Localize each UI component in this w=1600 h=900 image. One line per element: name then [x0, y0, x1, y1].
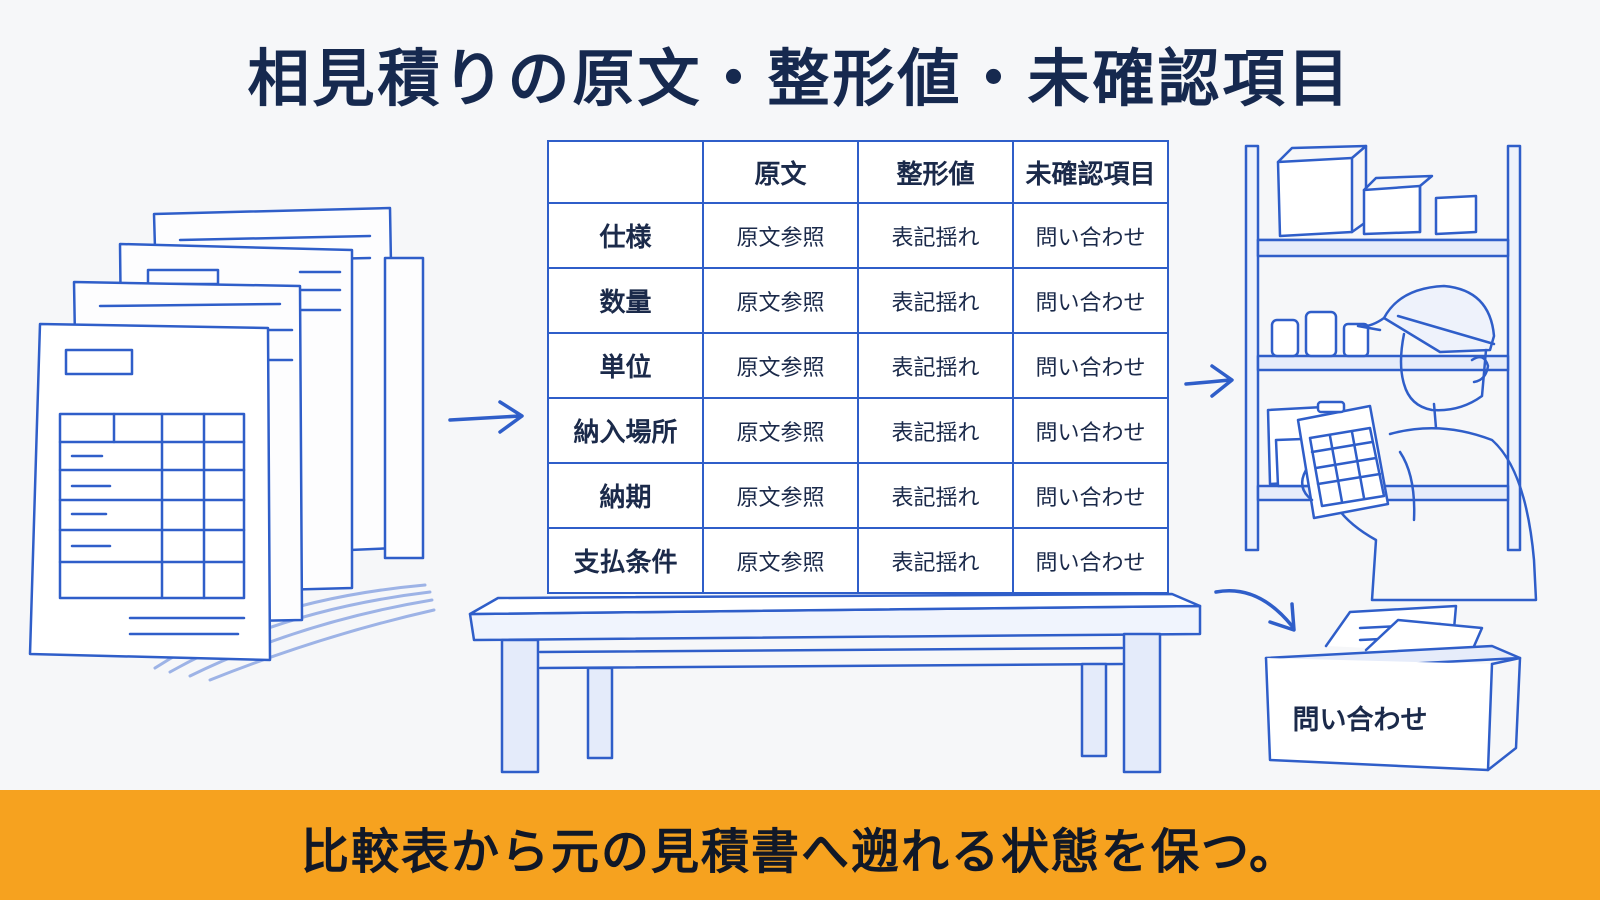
row-label: 数量 [547, 267, 704, 334]
table-cell: 問い合わせ [1012, 397, 1169, 464]
table-cell: 問い合わせ [1012, 462, 1169, 529]
table-cell: 問い合わせ [1012, 202, 1169, 269]
arrow-right-icon [448, 400, 524, 434]
footer-banner-text: 比較表から元の見積書へ遡れる状態を保つ。 [300, 824, 1300, 880]
table-cell: 表記揺れ [857, 267, 1014, 334]
row-label: 仕様 [547, 202, 704, 269]
table-cell: 問い合わせ [1012, 527, 1169, 594]
footer-banner [0, 790, 1600, 900]
row-label: 単位 [547, 332, 704, 399]
header-cell-empty [547, 140, 704, 204]
inquiry-box-icon [1264, 604, 1522, 772]
table-cell: 表記揺れ [857, 332, 1014, 399]
table-cell: 表記揺れ [857, 397, 1014, 464]
table-cell: 表記揺れ [857, 202, 1014, 269]
table-cell: 原文参照 [702, 267, 859, 334]
table-cell: 原文参照 [702, 462, 859, 529]
document-stack-icon [28, 206, 436, 682]
row-label: 納入場所 [547, 397, 704, 464]
table-cell: 原文参照 [702, 527, 859, 594]
header-cell-source: 原文 [702, 140, 859, 204]
table-row: 支払条件 原文参照 表記揺れ 問い合わせ [547, 527, 1169, 594]
desk-icon [468, 592, 1202, 774]
table-cell: 問い合わせ [1012, 267, 1169, 334]
table-cell: 表記揺れ [857, 527, 1014, 594]
header-cell-normalized: 整形値 [857, 140, 1014, 204]
table-row: 数量 原文参照 表記揺れ 問い合わせ [547, 267, 1169, 334]
table-row: 納期 原文参照 表記揺れ 問い合わせ [547, 462, 1169, 529]
arrow-right-icon [1184, 364, 1234, 398]
table-cell: 原文参照 [702, 202, 859, 269]
row-label: 納期 [547, 462, 704, 529]
table-row: 納入場所 原文参照 表記揺れ 問い合わせ [547, 397, 1169, 464]
table-cell: 原文参照 [702, 397, 859, 464]
arrow-down-right-icon [1214, 589, 1296, 632]
table-cell: 表記揺れ [857, 462, 1014, 529]
comparison-table: 原文 整形値 未確認項目 仕様 原文参照 表記揺れ 問い合わせ 数量 原文参照 … [547, 140, 1169, 594]
page-title: 相見積りの原文・整形値・未確認項目 [247, 42, 1353, 115]
table-header-row: 原文 整形値 未確認項目 [547, 140, 1169, 204]
inquiry-box-label: 問い合わせ [1292, 705, 1428, 736]
table-cell: 問い合わせ [1012, 332, 1169, 399]
row-label: 支払条件 [547, 527, 704, 594]
table-row: 仕様 原文参照 表記揺れ 問い合わせ [547, 202, 1169, 269]
worker-icon [1296, 284, 1538, 602]
table-row: 単位 原文参照 表記揺れ 問い合わせ [547, 332, 1169, 399]
header-cell-unverified: 未確認項目 [1012, 140, 1169, 204]
table-cell: 原文参照 [702, 332, 859, 399]
